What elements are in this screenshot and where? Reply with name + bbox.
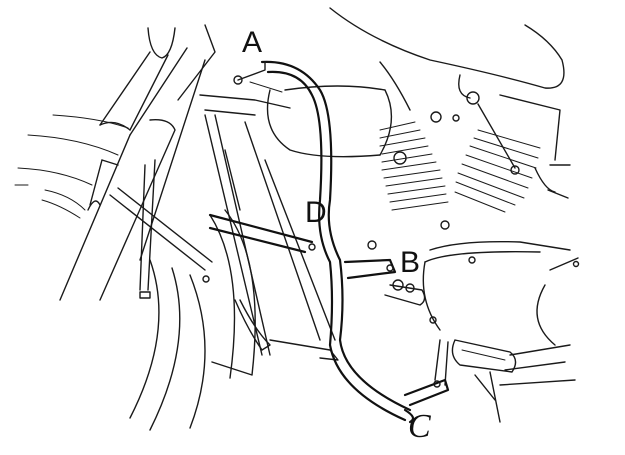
- engine-cylinders: [379, 74, 571, 230]
- air-cleaner: [266, 85, 393, 158]
- label-d: D: [305, 196, 327, 229]
- footpeg: [434, 339, 517, 423]
- front-wheel: [109, 159, 256, 431]
- crash-bar: [208, 60, 450, 424]
- handlebar-lines: [14, 114, 129, 219]
- label-a: A: [242, 26, 263, 59]
- label-c: C: [408, 408, 431, 445]
- mount-points: [233, 61, 441, 388]
- fuel-tank: [329, 7, 565, 111]
- crankcase-cover: [422, 240, 580, 386]
- label-b: B: [400, 246, 421, 279]
